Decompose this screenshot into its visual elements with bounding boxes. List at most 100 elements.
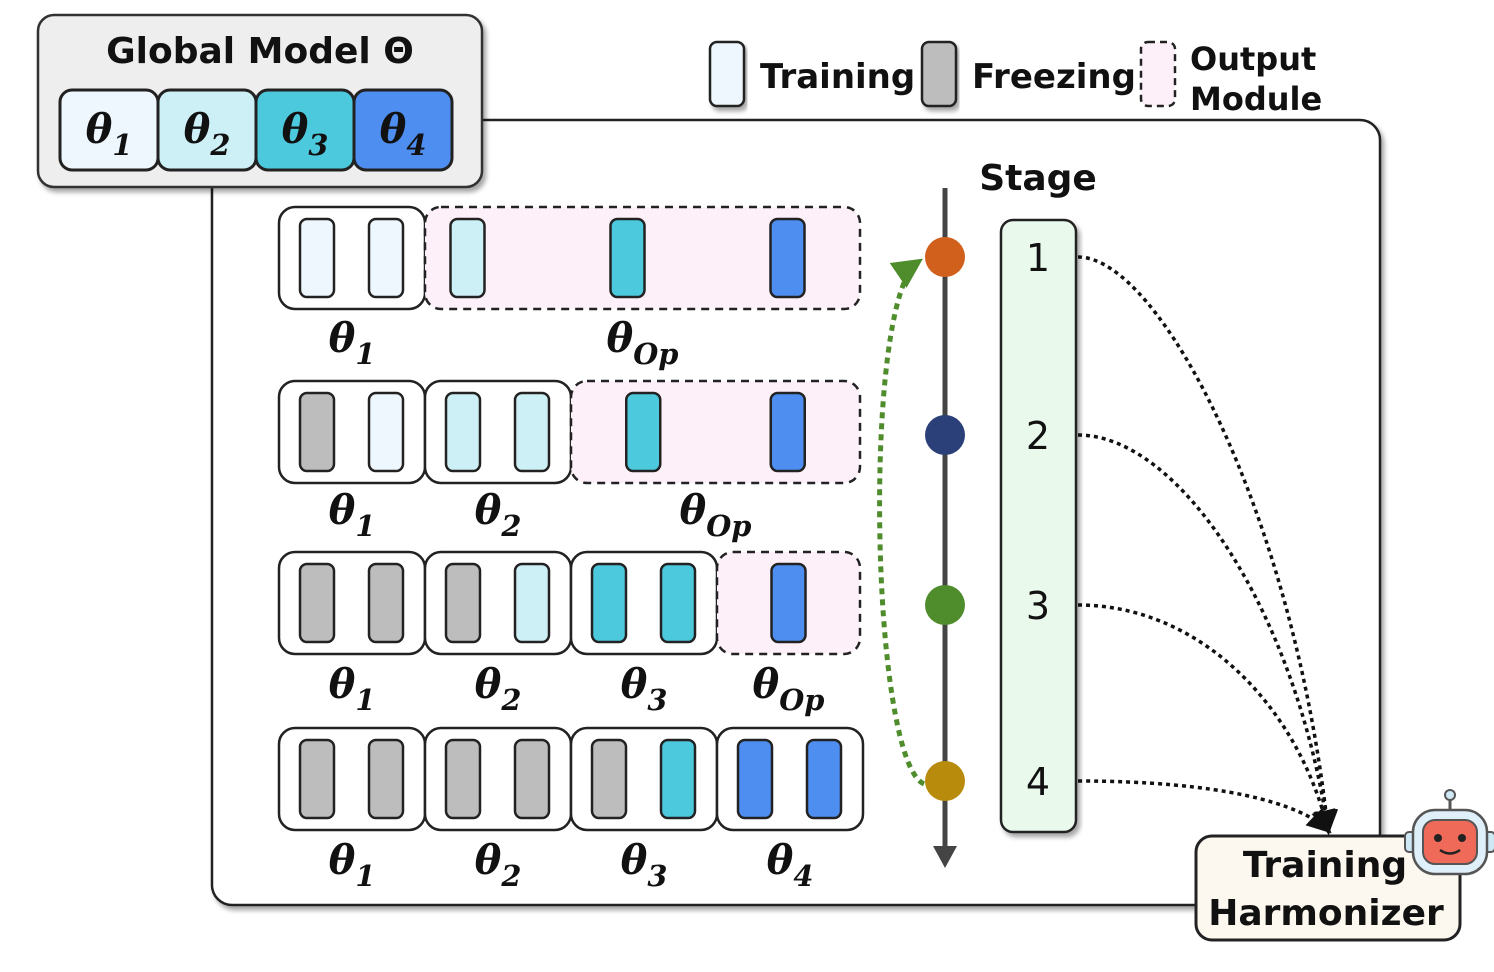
stage-number-4: 4	[1026, 760, 1050, 804]
harmonizer-label-2: Harmonizer	[1208, 893, 1444, 934]
layer-block-theta2	[444, 391, 482, 473]
harmonizer-link-3	[1077, 603, 1336, 835]
stage-dot-4	[925, 761, 965, 801]
layer-block-theta4	[770, 562, 807, 644]
stage-dot-2	[925, 415, 965, 455]
row-4-label-1-subscript: 1	[355, 859, 375, 893]
global-model-title: Global Model Θ	[106, 31, 414, 72]
row-3-label-3-subscript: 3	[647, 683, 667, 717]
global-param-label-3-symbol: θ	[282, 106, 309, 153]
layer-block-freezing	[444, 562, 482, 644]
layer-block-freezing	[298, 562, 336, 644]
row-1-label-1-subscript: 1	[355, 337, 375, 371]
row-2-label-Op: θOp	[680, 487, 752, 543]
param-group-theta-1: θ1	[277, 726, 427, 893]
layer-block-training	[298, 217, 336, 299]
row-4-label-3: θ3	[621, 837, 668, 893]
global-param-label-3-subscript: 3	[308, 128, 328, 162]
training-harmonizer: Training Harmonizer	[1194, 789, 1494, 942]
legend-freezing-swatch	[920, 40, 958, 108]
row-3-label-Op: θOp	[753, 661, 825, 717]
global-param-label-2: θ2	[184, 106, 231, 162]
row-4-label-1-symbol: θ	[329, 837, 356, 884]
global-param-label-4-symbol: θ	[380, 106, 407, 153]
row-2-label-Op-symbol: θ	[680, 487, 707, 534]
global-param-label-4: θ4	[380, 106, 427, 162]
row-2-label-2: θ2	[475, 487, 522, 543]
robot-icon	[1404, 789, 1494, 876]
row-3-label-3-symbol: θ	[621, 661, 648, 708]
layer-block-theta4	[769, 217, 806, 299]
stage-axis-label: Stage	[979, 158, 1097, 199]
row-1-label-1-symbol: θ	[329, 315, 356, 362]
stage-axis-arrowhead	[933, 846, 957, 868]
stage-number-2: 2	[1026, 414, 1050, 458]
row-3-label-2: θ2	[475, 661, 522, 717]
layer-block-freezing	[367, 562, 405, 644]
row-4-label-2-symbol: θ	[475, 837, 502, 884]
param-group-theta-2: θ2	[423, 550, 573, 717]
row-3-label-3: θ3	[621, 661, 668, 717]
param-group-theta-3: θ3	[569, 550, 719, 717]
row-3-label-Op-symbol: θ	[753, 661, 780, 708]
row-4-label-1: θ1	[329, 837, 376, 893]
param-group-theta-4: θ4	[715, 726, 865, 893]
global-param-label-1-subscript: 1	[112, 128, 132, 162]
stage-loop-arrow	[877, 258, 926, 787]
stage-dot-3	[925, 585, 965, 625]
harmonizer-links	[1077, 255, 1339, 835]
legend-freezing-label: Freezing	[972, 57, 1136, 97]
main-panel	[210, 118, 1382, 907]
layer-block-freezing	[367, 738, 405, 820]
harmonizer-link-4	[1077, 779, 1332, 834]
param-group-theta-2: θ2	[423, 726, 573, 893]
global-param-theta-4	[352, 88, 454, 172]
harmonizer-link-1	[1077, 255, 1339, 835]
row-3-label-Op-subscript: Op	[779, 683, 824, 717]
row-3-label-1: θ1	[329, 661, 376, 717]
stage-number-3: 3	[1026, 584, 1050, 628]
layer-block-theta2	[513, 562, 551, 644]
layer-block-freezing	[444, 738, 482, 820]
global-param-label-4-subscript: 4	[406, 128, 426, 162]
legend-output-label-2: Module	[1190, 80, 1322, 118]
layer-block-theta2	[449, 217, 486, 299]
row-3-label-2-symbol: θ	[475, 661, 502, 708]
layer-block-theta4	[736, 738, 774, 820]
row-4-label-2: θ2	[475, 837, 522, 893]
row-2-label-1-symbol: θ	[329, 487, 356, 534]
row-4-label-2-subscript: 2	[500, 859, 521, 893]
row-4-label-3-symbol: θ	[621, 837, 648, 884]
param-group-theta-1: θ1	[277, 550, 427, 717]
global-param-label-2-symbol: θ	[184, 106, 211, 153]
row-3-label-1-symbol: θ	[329, 661, 356, 708]
layer-block-theta3	[659, 562, 697, 644]
layer-block-training	[367, 391, 405, 473]
legend-output-label-1: Output	[1190, 40, 1316, 78]
legend-training-swatch	[708, 40, 746, 108]
row-2-label-Op-subscript: Op	[706, 509, 751, 543]
row-1-label-Op: θOp	[607, 315, 679, 371]
row-4-label-4: θ4	[767, 837, 814, 893]
row-2-label-1: θ1	[329, 487, 376, 543]
layer-block-freezing	[298, 738, 336, 820]
row-2-label-1-subscript: 1	[355, 509, 375, 543]
row-1-label-1: θ1	[329, 315, 376, 371]
output-module-frame	[569, 379, 862, 485]
param-group-theta-2: θ2	[423, 379, 573, 543]
row-1-label-Op-subscript: Op	[633, 337, 678, 371]
row-4-label-4-subscript: 4	[793, 859, 813, 893]
global-param-label-1: θ1	[86, 106, 133, 162]
row-3-label-2-subscript: 2	[500, 683, 521, 717]
legend-training-label: Training	[760, 57, 915, 97]
layer-block-freezing	[298, 391, 336, 473]
output-module-group: θOp	[423, 205, 862, 371]
layer-block-training	[367, 217, 405, 299]
layer-block-freezing	[590, 738, 628, 820]
